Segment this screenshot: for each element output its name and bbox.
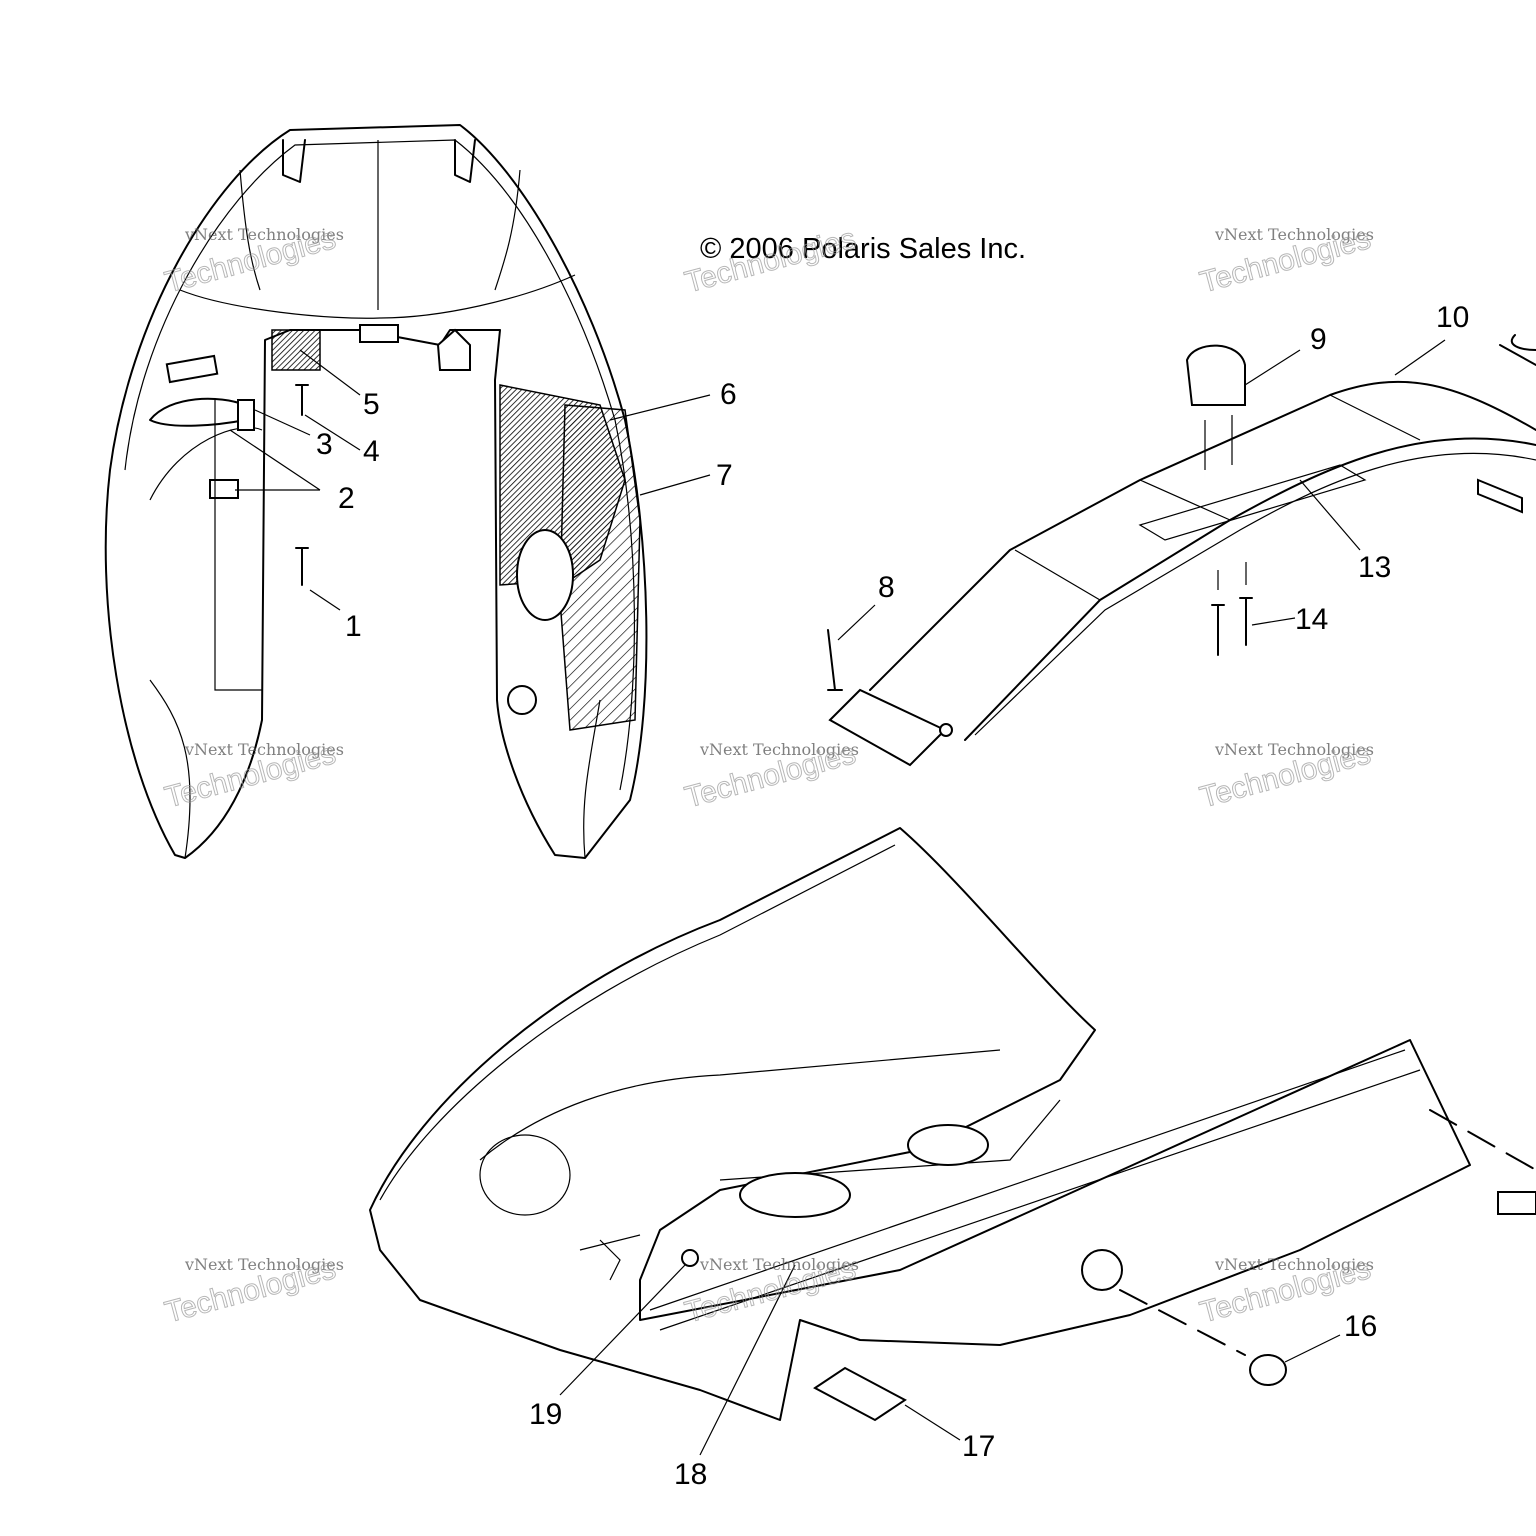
svg-text:vNext Technologies: vNext Technologies bbox=[184, 225, 344, 244]
copyright-text: © 2006 Polaris Sales Inc. bbox=[700, 233, 1026, 265]
callout-19: 19 bbox=[529, 1398, 562, 1431]
callout-6: 6 bbox=[720, 378, 737, 411]
rivet-part-1 bbox=[295, 547, 309, 586]
svg-text:vNext Technologies: vNext Technologies bbox=[699, 1255, 859, 1274]
callout-9: 9 bbox=[1310, 323, 1327, 356]
callout-5: 5 bbox=[363, 388, 380, 421]
trim-panel-part-10 bbox=[828, 334, 1536, 767]
callout-10: 10 bbox=[1436, 301, 1469, 334]
plate-part-17 bbox=[813, 1366, 907, 1422]
rivet-part-4 bbox=[295, 384, 309, 416]
leader-lines bbox=[229, 339, 1446, 1456]
callout-1: 1 bbox=[345, 610, 362, 643]
callout-18: 18 bbox=[674, 1458, 707, 1491]
callout-4: 4 bbox=[363, 435, 380, 468]
svg-text:vNext Technologies: vNext Technologies bbox=[1214, 1255, 1374, 1274]
svg-text:vNext Technologies: vNext Technologies bbox=[184, 740, 344, 759]
callout-16: 16 bbox=[1344, 1310, 1377, 1343]
plug-part-16 bbox=[1249, 1354, 1287, 1386]
callout-8: 8 bbox=[878, 571, 895, 604]
hood-top-view bbox=[104, 124, 648, 859]
callout-13: 13 bbox=[1358, 551, 1391, 584]
svg-text:vNext Technologies: vNext Technologies bbox=[1214, 225, 1374, 244]
svg-text:vNext Technologies: vNext Technologies bbox=[699, 740, 859, 759]
hood-side-view bbox=[369, 827, 1536, 1421]
callout-17: 17 bbox=[962, 1430, 995, 1463]
callout-7: 7 bbox=[716, 459, 733, 492]
rivets-part-14 bbox=[1211, 562, 1253, 656]
callout-2: 2 bbox=[338, 482, 355, 515]
clip-part-9 bbox=[1185, 344, 1246, 470]
svg-text:vNext Technologies: vNext Technologies bbox=[1214, 740, 1374, 759]
callout-3: 3 bbox=[316, 428, 333, 461]
rivet-part-8 bbox=[827, 629, 843, 691]
callout-14: 14 bbox=[1295, 603, 1328, 636]
svg-text:vNext Technologies: vNext Technologies bbox=[184, 1255, 344, 1274]
